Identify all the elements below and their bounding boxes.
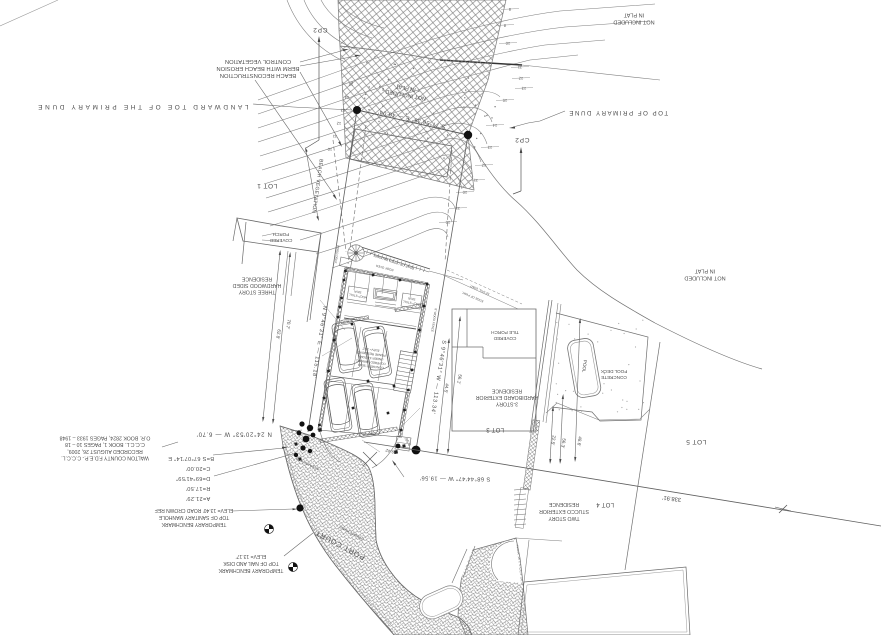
svg-text:B=S 67°07′14″ E: B=S 67°07′14″ E: [168, 455, 214, 461]
svg-text:14: 14: [492, 123, 498, 128]
svg-text:HDCP STALL: HDCP STALL: [402, 299, 421, 306]
svg-text:HARDIBOARD EXTERIOR: HARDIBOARD EXTERIOR: [475, 394, 538, 400]
svg-text:15: 15: [348, 82, 354, 87]
svg-text:62.8′: 62.8′: [275, 329, 281, 340]
svg-text:LOT 1: LOT 1: [257, 182, 277, 189]
svg-text:ELEV= 15.2′: ELEV= 15.2′: [362, 347, 380, 353]
svg-text:338.91′: 338.91′: [662, 494, 681, 502]
svg-text:14: 14: [344, 95, 350, 100]
svg-text:TEMPORARY BENCHMARK: TEMPORARY BENCHMARK: [218, 567, 283, 573]
svg-text:15: 15: [502, 98, 508, 103]
svg-text:CONTROL VEGETATION: CONTROL VEGETATION: [225, 58, 291, 64]
svg-text:LOT 3: LOT 3: [486, 426, 504, 432]
svg-text:56.1′: 56.1′: [456, 374, 462, 385]
svg-text:RESIDENCE: RESIDENCE: [491, 388, 522, 394]
svg-text:SIGN: SIGN: [354, 289, 362, 294]
svg-text:CP2: CP2: [312, 26, 327, 33]
svg-text:70.7′: 70.7′: [285, 319, 291, 330]
svg-text:N 24°20′53″ W — 6.70′: N 24°20′53″ W — 6.70′: [196, 431, 272, 437]
svg-text:HARDWOOD SIDED: HARDWOOD SIDED: [232, 282, 281, 288]
svg-text:10: 10: [505, 41, 511, 46]
svg-text:ROOF OVER: ROOF OVER: [375, 263, 394, 272]
svg-text:NOT INCLUDED: NOT INCLUDED: [684, 275, 725, 281]
svg-text:A=21.29′: A=21.29′: [186, 495, 210, 501]
svg-text:IN PLAT: IN PLAT: [623, 12, 644, 18]
svg-text:C.C.C.L. BOOK 1, PAGES 10 – 18: C.C.C.L. BOOK 1, PAGES 10 – 18: [65, 441, 145, 447]
svg-text:9: 9: [503, 23, 506, 28]
svg-text:11: 11: [473, 178, 478, 183]
svg-text:11: 11: [455, 206, 460, 211]
svg-text:POOL DECK: POOL DECK: [600, 369, 628, 374]
svg-text:IN PLAT: IN PLAT: [395, 83, 417, 93]
svg-text:TEMPORARY BENCHMARK: TEMPORARY BENCHMARK: [161, 521, 226, 527]
svg-text:BERM WITH BEACH EROSION: BERM WITH BEACH EROSION: [216, 65, 299, 71]
svg-text:TOP OF PRIMARY DUNE: TOP OF PRIMARY DUNE: [568, 109, 668, 116]
svg-text:3-STORY: 3-STORY: [495, 401, 518, 407]
svg-text:POOL: POOL: [581, 360, 588, 374]
svg-text:S 68°44′47″ W — 19.56′: S 68°44′47″ W — 19.56′: [420, 474, 491, 481]
svg-text:RESIDENCE: RESIDENCE: [548, 501, 579, 507]
svg-text:10: 10: [327, 147, 333, 152]
svg-text:LOT 4: LOT 4: [596, 501, 614, 507]
svg-text:LOT 5: LOT 5: [686, 438, 706, 445]
svg-text:TOP OF SANITARY MANHOLE: TOP OF SANITARY MANHOLE: [158, 514, 229, 520]
svg-text:ELEV= 13.17′: ELEV= 13.17′: [236, 553, 267, 559]
svg-text:WALTON COUNTY F.D.E.P.- C.C.C.: WALTON COUNTY F.D.E.P.- C.C.C.L.: [61, 455, 149, 461]
svg-text:RECORDED AUGUST 26, 2009,: RECORDED AUGUST 26, 2009,: [67, 448, 142, 454]
svg-text:10: 10: [462, 190, 468, 195]
svg-text:13: 13: [340, 108, 346, 113]
svg-text:8′ WOOD FENCE: 8′ WOOD FENCE: [430, 308, 438, 332]
svg-text:11: 11: [517, 65, 522, 70]
svg-text:CONCRETE: CONCRETE: [601, 375, 627, 380]
svg-text:COVERED PARKING: COVERED PARKING: [355, 358, 386, 366]
svg-text:44.5′: 44.5′: [443, 383, 449, 394]
svg-text:RESIDENCE: RESIDENCE: [241, 276, 272, 282]
svg-text:13: 13: [487, 145, 493, 150]
svg-text:UNDER 3-STORY: UNDER 3-STORY: [358, 354, 383, 361]
svg-text:O.R. BOOK 2824, PAGES 1933 – 1: O.R. BOOK 2824, PAGES 1933 – 1948: [60, 434, 151, 440]
svg-text:12: 12: [481, 163, 487, 168]
svg-text:COVERED: COVERED: [493, 336, 516, 341]
svg-text:WOOD DECK: WOOD DECK: [334, 245, 341, 264]
svg-text:56.3′: 56.3′: [560, 438, 566, 449]
svg-text:11: 11: [332, 134, 337, 139]
svg-text:COVERED: COVERED: [269, 238, 292, 243]
svg-text:LANDWARD TOE OF THE PRIMARY DU: LANDWARD TOE OF THE PRIMARY DUNE: [35, 103, 248, 110]
svg-text:FRAME RESIDENCE: FRAME RESIDENCE: [356, 350, 386, 358]
svg-text:C=20.00′: C=20.00′: [186, 465, 211, 471]
svg-text:12: 12: [518, 76, 524, 81]
svg-text:SIGN: SIGN: [408, 296, 416, 301]
svg-text:12: 12: [336, 121, 342, 126]
svg-text:STUCCO EXTERIOR: STUCCO EXTERIOR: [539, 508, 589, 514]
svg-text:TILE PORCH: TILE PORCH: [491, 330, 519, 335]
svg-text:BEACH RECONSTRUCTION: BEACH RECONSTRUCTION: [220, 72, 296, 78]
svg-text:HDCP STALL: HDCP STALL: [348, 292, 367, 299]
svg-text:TOP OF NAIL AND DISK: TOP OF NAIL AND DISK: [223, 560, 279, 566]
svg-text:9.56′: 9.56′: [403, 437, 412, 447]
svg-text:PORCH: PORCH: [273, 232, 290, 237]
svg-text:8: 8: [508, 7, 511, 12]
svg-text:13: 13: [521, 86, 527, 91]
svg-text:D=69°41′59″: D=69°41′59″: [176, 475, 211, 481]
svg-text:CP2: CP2: [514, 136, 529, 143]
svg-text:THREE STORY: THREE STORY: [238, 289, 275, 295]
svg-text:CONCRETE SLAB: CONCRETE SLAB: [358, 363, 384, 370]
svg-text:TWO STORY: TWO STORY: [548, 515, 580, 521]
svg-text:NOT INCLUDED: NOT INCLUDED: [613, 19, 654, 25]
svg-text:ELEV= 13.40′ ROAD CROWN REF: ELEV= 13.40′ ROAD CROWN REF: [155, 507, 234, 513]
svg-text:22.5′: 22.5′: [550, 435, 556, 446]
svg-text:IN PLAT: IN PLAT: [694, 268, 715, 274]
svg-text:R=17.50′: R=17.50′: [186, 485, 211, 491]
svg-text:48.6′: 48.6′: [576, 436, 582, 447]
